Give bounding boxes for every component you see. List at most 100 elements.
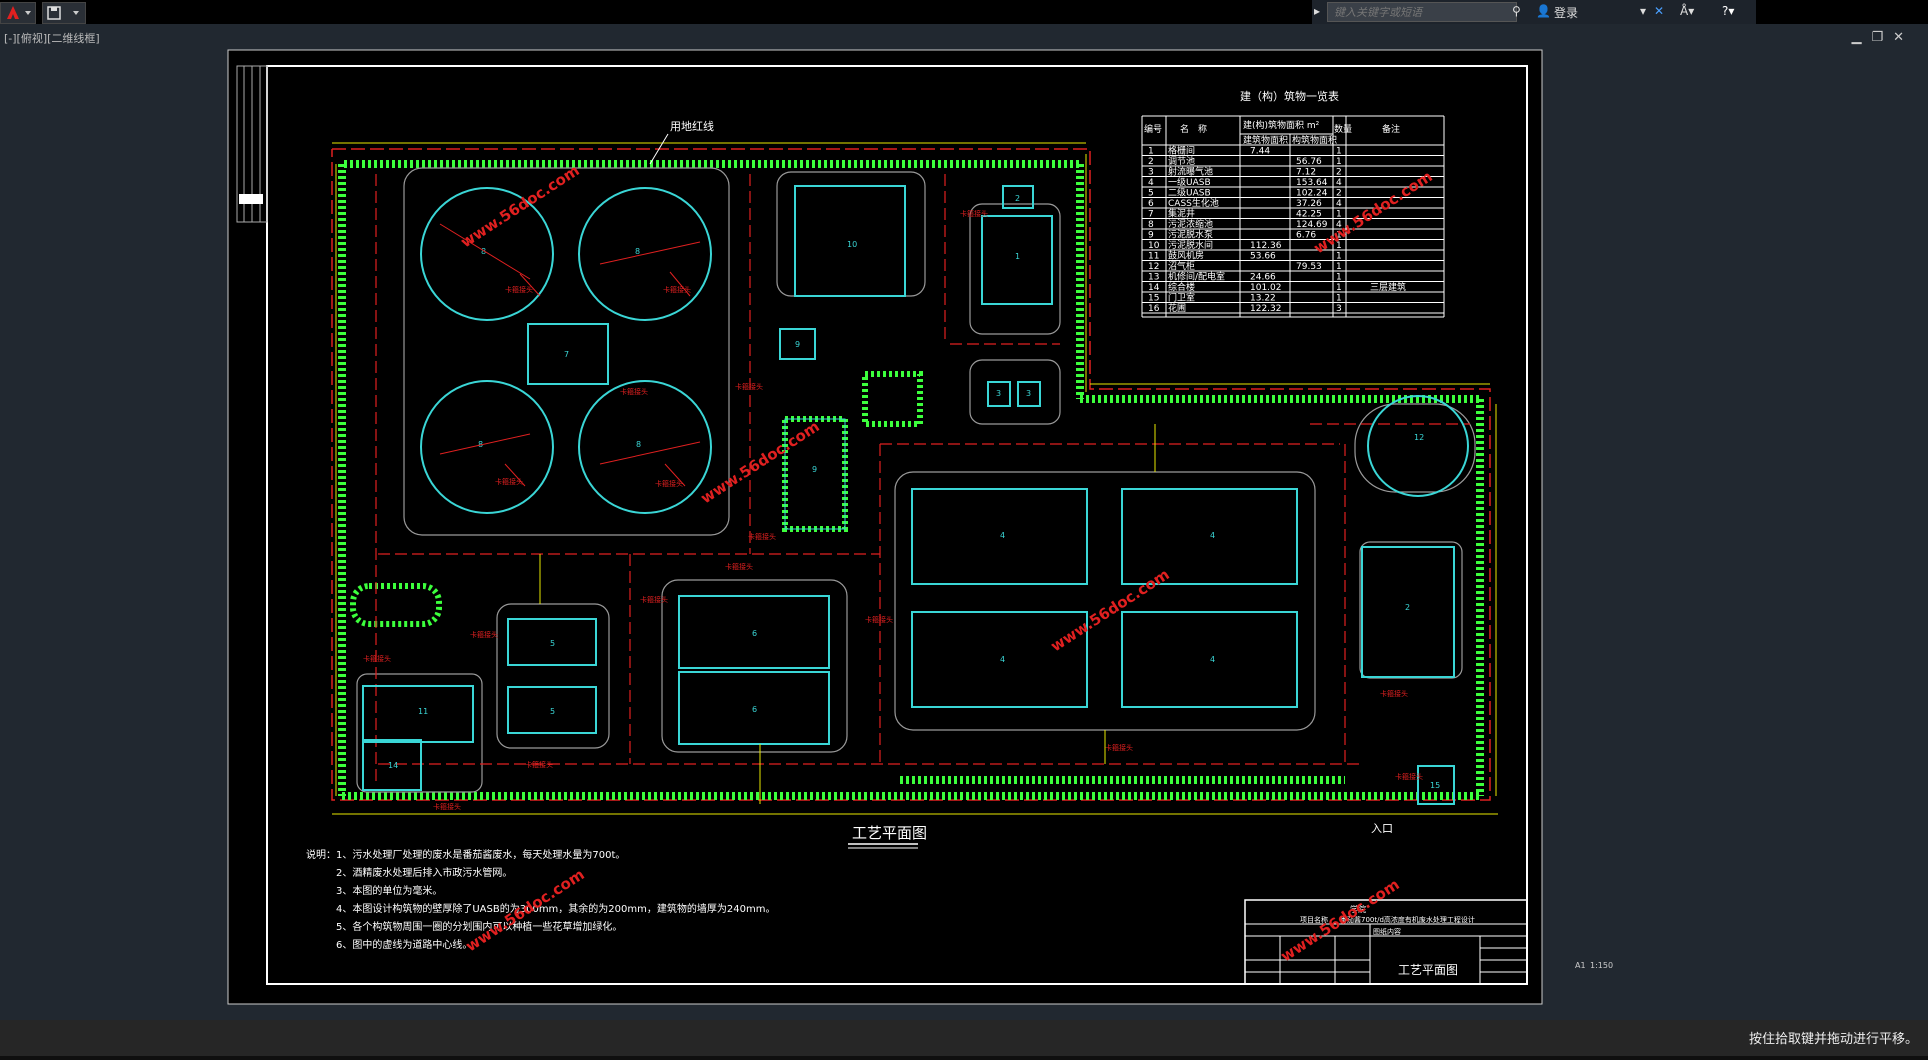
a360-icon[interactable]: Å▾ [1680, 4, 1695, 18]
table-cell-qty: 1 [1336, 157, 1342, 167]
sludge-thickener-1 [420, 187, 554, 321]
table-cell-qty: 1 [1336, 273, 1342, 283]
note-4: 4、本图设计构筑物的壁厚除了UASB的为300mm，其余的为200mm，建筑物的… [336, 902, 775, 915]
table-cell-name: 花圃 [1168, 302, 1186, 314]
table-cell-no: 4 [1148, 178, 1154, 188]
svg-text:卡箍接头: 卡箍接头 [1105, 743, 1133, 752]
table-cell-structure: 153.64 [1296, 178, 1328, 188]
scale-label: 1:150 [1590, 961, 1613, 970]
svg-text:6: 6 [752, 705, 757, 714]
restore-icon[interactable]: ❐ [1871, 30, 1894, 45]
table-cell-no: 10 [1148, 241, 1160, 251]
table-cell-building: 101.02 [1250, 283, 1282, 293]
status-prompt-text: 按住拾取键并拖动进行平移。 [1748, 1032, 1918, 1047]
road-outlines [356, 167, 1476, 793]
uasb-4 [1121, 611, 1298, 708]
table-cell-qty: 1 [1336, 241, 1342, 251]
project-name: 番茄酱700t/d高浓度有机废水处理工程设计 [1340, 915, 1475, 924]
table-cell-no: 16 [1148, 304, 1160, 314]
application-menu-button[interactable] [0, 2, 36, 24]
svg-text:卡箍接头: 卡箍接头 [470, 630, 498, 639]
table-cell-name: 门卫室 [1168, 292, 1195, 304]
autocad-logo-icon [7, 6, 31, 19]
svg-text:8: 8 [635, 247, 640, 256]
svg-text:6: 6 [752, 629, 757, 638]
table-cell-qty: 4 [1336, 199, 1342, 209]
dimension-lines [332, 142, 1498, 815]
svg-text:卡箍接头: 卡箍接头 [960, 209, 988, 218]
svg-text:卡箍接头: 卡箍接头 [495, 477, 523, 486]
window-controls[interactable]: ▁❐✕ [1851, 30, 1914, 45]
scale-prefix: A1 [1575, 961, 1586, 970]
sludge-thickener-3 [420, 380, 554, 514]
table-cell-no: 8 [1148, 220, 1154, 230]
quick-access-toolbar[interactable] [42, 2, 86, 24]
svg-text:3: 3 [996, 389, 1001, 398]
svg-text:卡箍接头: 卡箍接头 [735, 382, 763, 391]
table-cell-qty: 1 [1336, 210, 1342, 220]
status-bar [0, 1020, 1928, 1056]
table-cell-name: 一级UASB [1168, 176, 1211, 188]
chevron-down-icon[interactable]: ▾ [1640, 4, 1647, 18]
gatehouse [1417, 765, 1455, 805]
table-subheader-building: 建筑物面积 [1243, 134, 1288, 146]
viewport-controls-label[interactable]: [-][俯视][二维线框] [4, 32, 100, 45]
table-cell-structure: 42.25 [1296, 210, 1322, 220]
login-label[interactable]: 登录 [1554, 6, 1579, 20]
svg-text:卡箍接头: 卡箍接头 [620, 387, 648, 396]
project-label: 项目名称 [1300, 915, 1328, 924]
table-cell-no: 15 [1148, 294, 1159, 304]
table-cell-name: 污泥脱水间 [1168, 239, 1213, 251]
svg-text:卡箍接头: 卡箍接头 [748, 532, 776, 541]
flower-bed-1 [350, 583, 442, 627]
uasb-2 [1121, 488, 1298, 585]
table-cell-building: 53.66 [1250, 252, 1276, 262]
uasb-3 [911, 611, 1088, 708]
svg-text:9: 9 [812, 465, 817, 474]
titleblock-drawing-name: 工艺平面图 [1398, 963, 1458, 977]
table-cell-structure: 124.69 [1296, 220, 1328, 230]
table-cell-structure: 7.12 [1296, 168, 1316, 178]
dewatering-pump [784, 418, 846, 530]
table-cell-no: 9 [1148, 231, 1154, 241]
cass-2 [678, 671, 830, 745]
note-1: 1、污水处理厂处理的废水是番茄酱废水，每天处理水量为700t。 [336, 848, 625, 861]
svg-text:3: 3 [1026, 389, 1031, 398]
table-cell-note: 三层建筑 [1370, 281, 1406, 293]
drawing-frame [266, 65, 1528, 985]
table-cell-qty: 1 [1336, 262, 1342, 272]
office-building [362, 739, 422, 791]
uasb-1 [911, 488, 1088, 585]
red-line-label: 用地红线 [670, 119, 714, 133]
search-input[interactable] [1327, 2, 1517, 22]
table-cell-structure: 37.26 [1296, 199, 1322, 209]
question-icon[interactable]: ?▾ [1722, 4, 1735, 18]
svg-text:卡箍接头: 卡箍接头 [725, 562, 753, 571]
user-icon[interactable]: 👤 [1536, 4, 1551, 18]
table-cell-no: 11 [1148, 252, 1159, 262]
road-centerlines [375, 174, 1470, 784]
structures [362, 185, 1469, 805]
minimize-icon[interactable]: ▁ [1851, 30, 1872, 45]
exchange-icon[interactable]: ✕ [1654, 4, 1665, 18]
binoculars-icon[interactable]: ⚲ [1512, 4, 1521, 18]
table-cell-name: 污泥脱水泵 [1168, 229, 1213, 241]
table-cell-qty: 1 [1336, 147, 1342, 157]
table-cell-building: 24.66 [1250, 273, 1276, 283]
close-icon[interactable]: ✕ [1893, 30, 1914, 45]
pump-box [1002, 185, 1034, 209]
table-cell-no: 6 [1148, 199, 1154, 209]
svg-text:4: 4 [1000, 531, 1005, 540]
expand-arrow-icon[interactable]: ▸ [1314, 4, 1321, 18]
regulating-pool [1361, 546, 1455, 678]
notes-title: 说明： [306, 848, 336, 861]
svg-text:4: 4 [1210, 531, 1215, 540]
table-cell-building: 7.44 [1250, 147, 1270, 157]
table-cell-name: 污泥浓缩池 [1168, 218, 1213, 230]
bottom-strip [0, 1056, 1928, 1060]
table-header-area: 建(构)筑物面积 m² [1243, 119, 1320, 131]
table-cell-structure: 102.24 [1296, 189, 1328, 199]
